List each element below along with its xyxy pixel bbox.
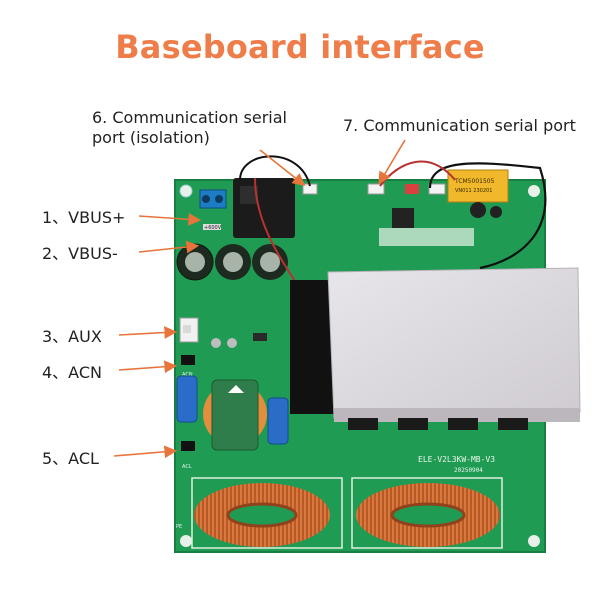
acn-connector bbox=[181, 355, 195, 365]
callout-comm-isolated-line1: 6. Communication serial bbox=[92, 108, 287, 127]
mount-hole-icon bbox=[179, 184, 193, 198]
svg-text:ACN: ACN bbox=[182, 372, 193, 378]
acl-connector bbox=[181, 441, 195, 451]
callout-aux: 3、AUX bbox=[42, 327, 102, 346]
arrow-aux bbox=[118, 326, 178, 339]
page-title: Baseboard interface bbox=[115, 28, 485, 66]
svg-text:TCM5001505: TCM5001505 bbox=[454, 178, 495, 185]
mount-hole-icon bbox=[528, 185, 540, 197]
arrow-vbus-plus bbox=[138, 212, 202, 226]
arrow-acl bbox=[113, 445, 178, 459]
voltage-marking bbox=[203, 224, 221, 230]
vbus-terminal bbox=[199, 189, 227, 209]
arrow-comm-port bbox=[378, 139, 406, 185]
arrow-acn bbox=[118, 360, 178, 374]
board-date: 20250904 bbox=[454, 467, 483, 474]
serial-connector bbox=[367, 183, 385, 195]
inductor-left bbox=[194, 483, 330, 547]
callout-vbus-plus: 1、VBUS+ bbox=[42, 208, 126, 227]
callout-acl: 5、ACL bbox=[42, 449, 99, 468]
voltage-silk: +600V bbox=[204, 225, 222, 231]
mount-hole-icon bbox=[180, 535, 192, 547]
svg-text:ACL: ACL bbox=[182, 464, 192, 470]
callout-acn: 4、ACN bbox=[42, 363, 102, 382]
mount-hole-icon bbox=[528, 535, 540, 547]
yellow-relay bbox=[447, 169, 509, 203]
heatsink bbox=[327, 267, 581, 419]
inductor-right bbox=[356, 483, 500, 547]
arrow-vbus-minus bbox=[138, 240, 200, 254]
arrow-comm-isolated bbox=[259, 149, 306, 186]
callout-vbus-minus: 2、VBUS- bbox=[42, 244, 118, 263]
filter-capacitor bbox=[176, 375, 198, 423]
bus-capacitors bbox=[176, 243, 288, 281]
board-model: ELE-V2L3KW-MB-V3 bbox=[418, 455, 495, 464]
callout-comm-isolated-line2: port (isolation) bbox=[92, 128, 210, 147]
svg-text:VN011 230201: VN011 230201 bbox=[455, 188, 492, 194]
svg-text:PE: PE bbox=[176, 524, 182, 530]
callout-comm-port: 7. Communication serial port bbox=[343, 116, 576, 135]
